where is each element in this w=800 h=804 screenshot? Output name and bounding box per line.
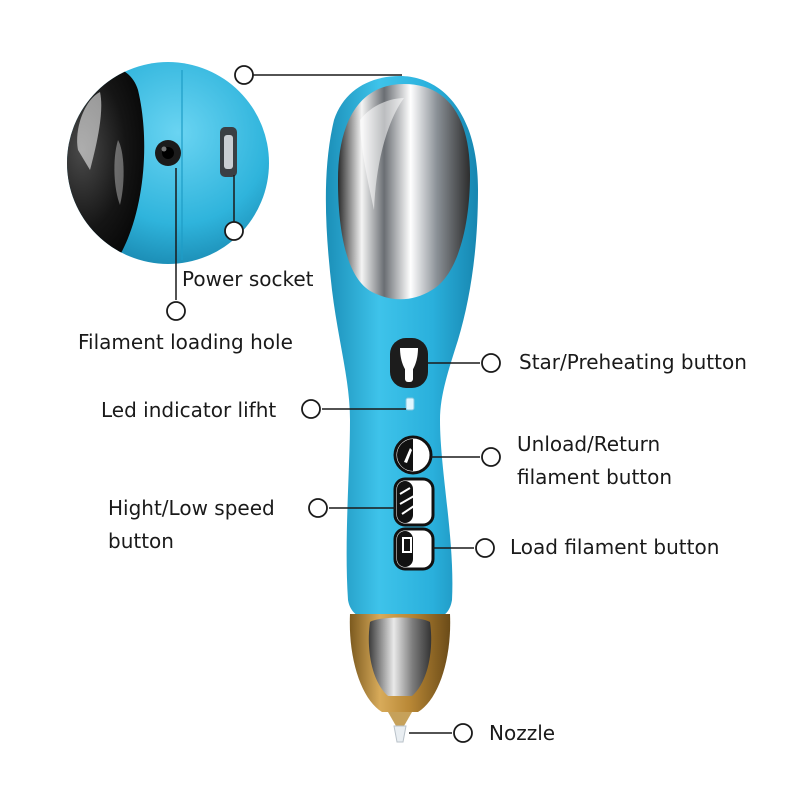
speed-button-label-line2: button <box>108 529 174 553</box>
led-indicator-label: Led indicator lifht <box>101 398 277 422</box>
power-socket-label: Power socket <box>182 267 314 291</box>
callout-circle-icon <box>481 353 501 373</box>
callout-circle-icon <box>224 221 244 241</box>
callout-circle-icon <box>481 447 501 467</box>
leader-lines <box>175 74 480 734</box>
callout-circle-icon <box>453 723 473 743</box>
unload-return-label: Unload/Return filament button <box>517 428 672 494</box>
callout-circle-icon <box>234 65 254 85</box>
pen-chrome-window <box>338 84 470 300</box>
speed-button-label-line1: Hight/Low speed <box>108 496 275 520</box>
filament-loading-hole-label: Filament loading hole <box>78 330 293 354</box>
nozzle-label: Nozzle <box>489 721 556 745</box>
unload-return-label-line2: filament button <box>517 465 673 489</box>
callout-markers <box>166 65 501 743</box>
speed-button-label: Hight/Low speed button <box>108 492 275 558</box>
nozzle-icon <box>393 725 407 743</box>
load-filament-label: Load filament button <box>510 535 720 559</box>
callout-circle-icon <box>308 498 328 518</box>
pen-top-closeup <box>67 62 269 264</box>
callout-circle-icon <box>301 399 321 419</box>
start-preheating-label: Star/Preheating button <box>519 350 747 374</box>
callout-circle-icon <box>166 301 186 321</box>
led-indicator-icon <box>405 397 415 411</box>
unload-return-label-line1: Unload/Return <box>517 432 661 456</box>
pen-body-group <box>325 76 478 743</box>
callout-circle-icon <box>475 538 495 558</box>
